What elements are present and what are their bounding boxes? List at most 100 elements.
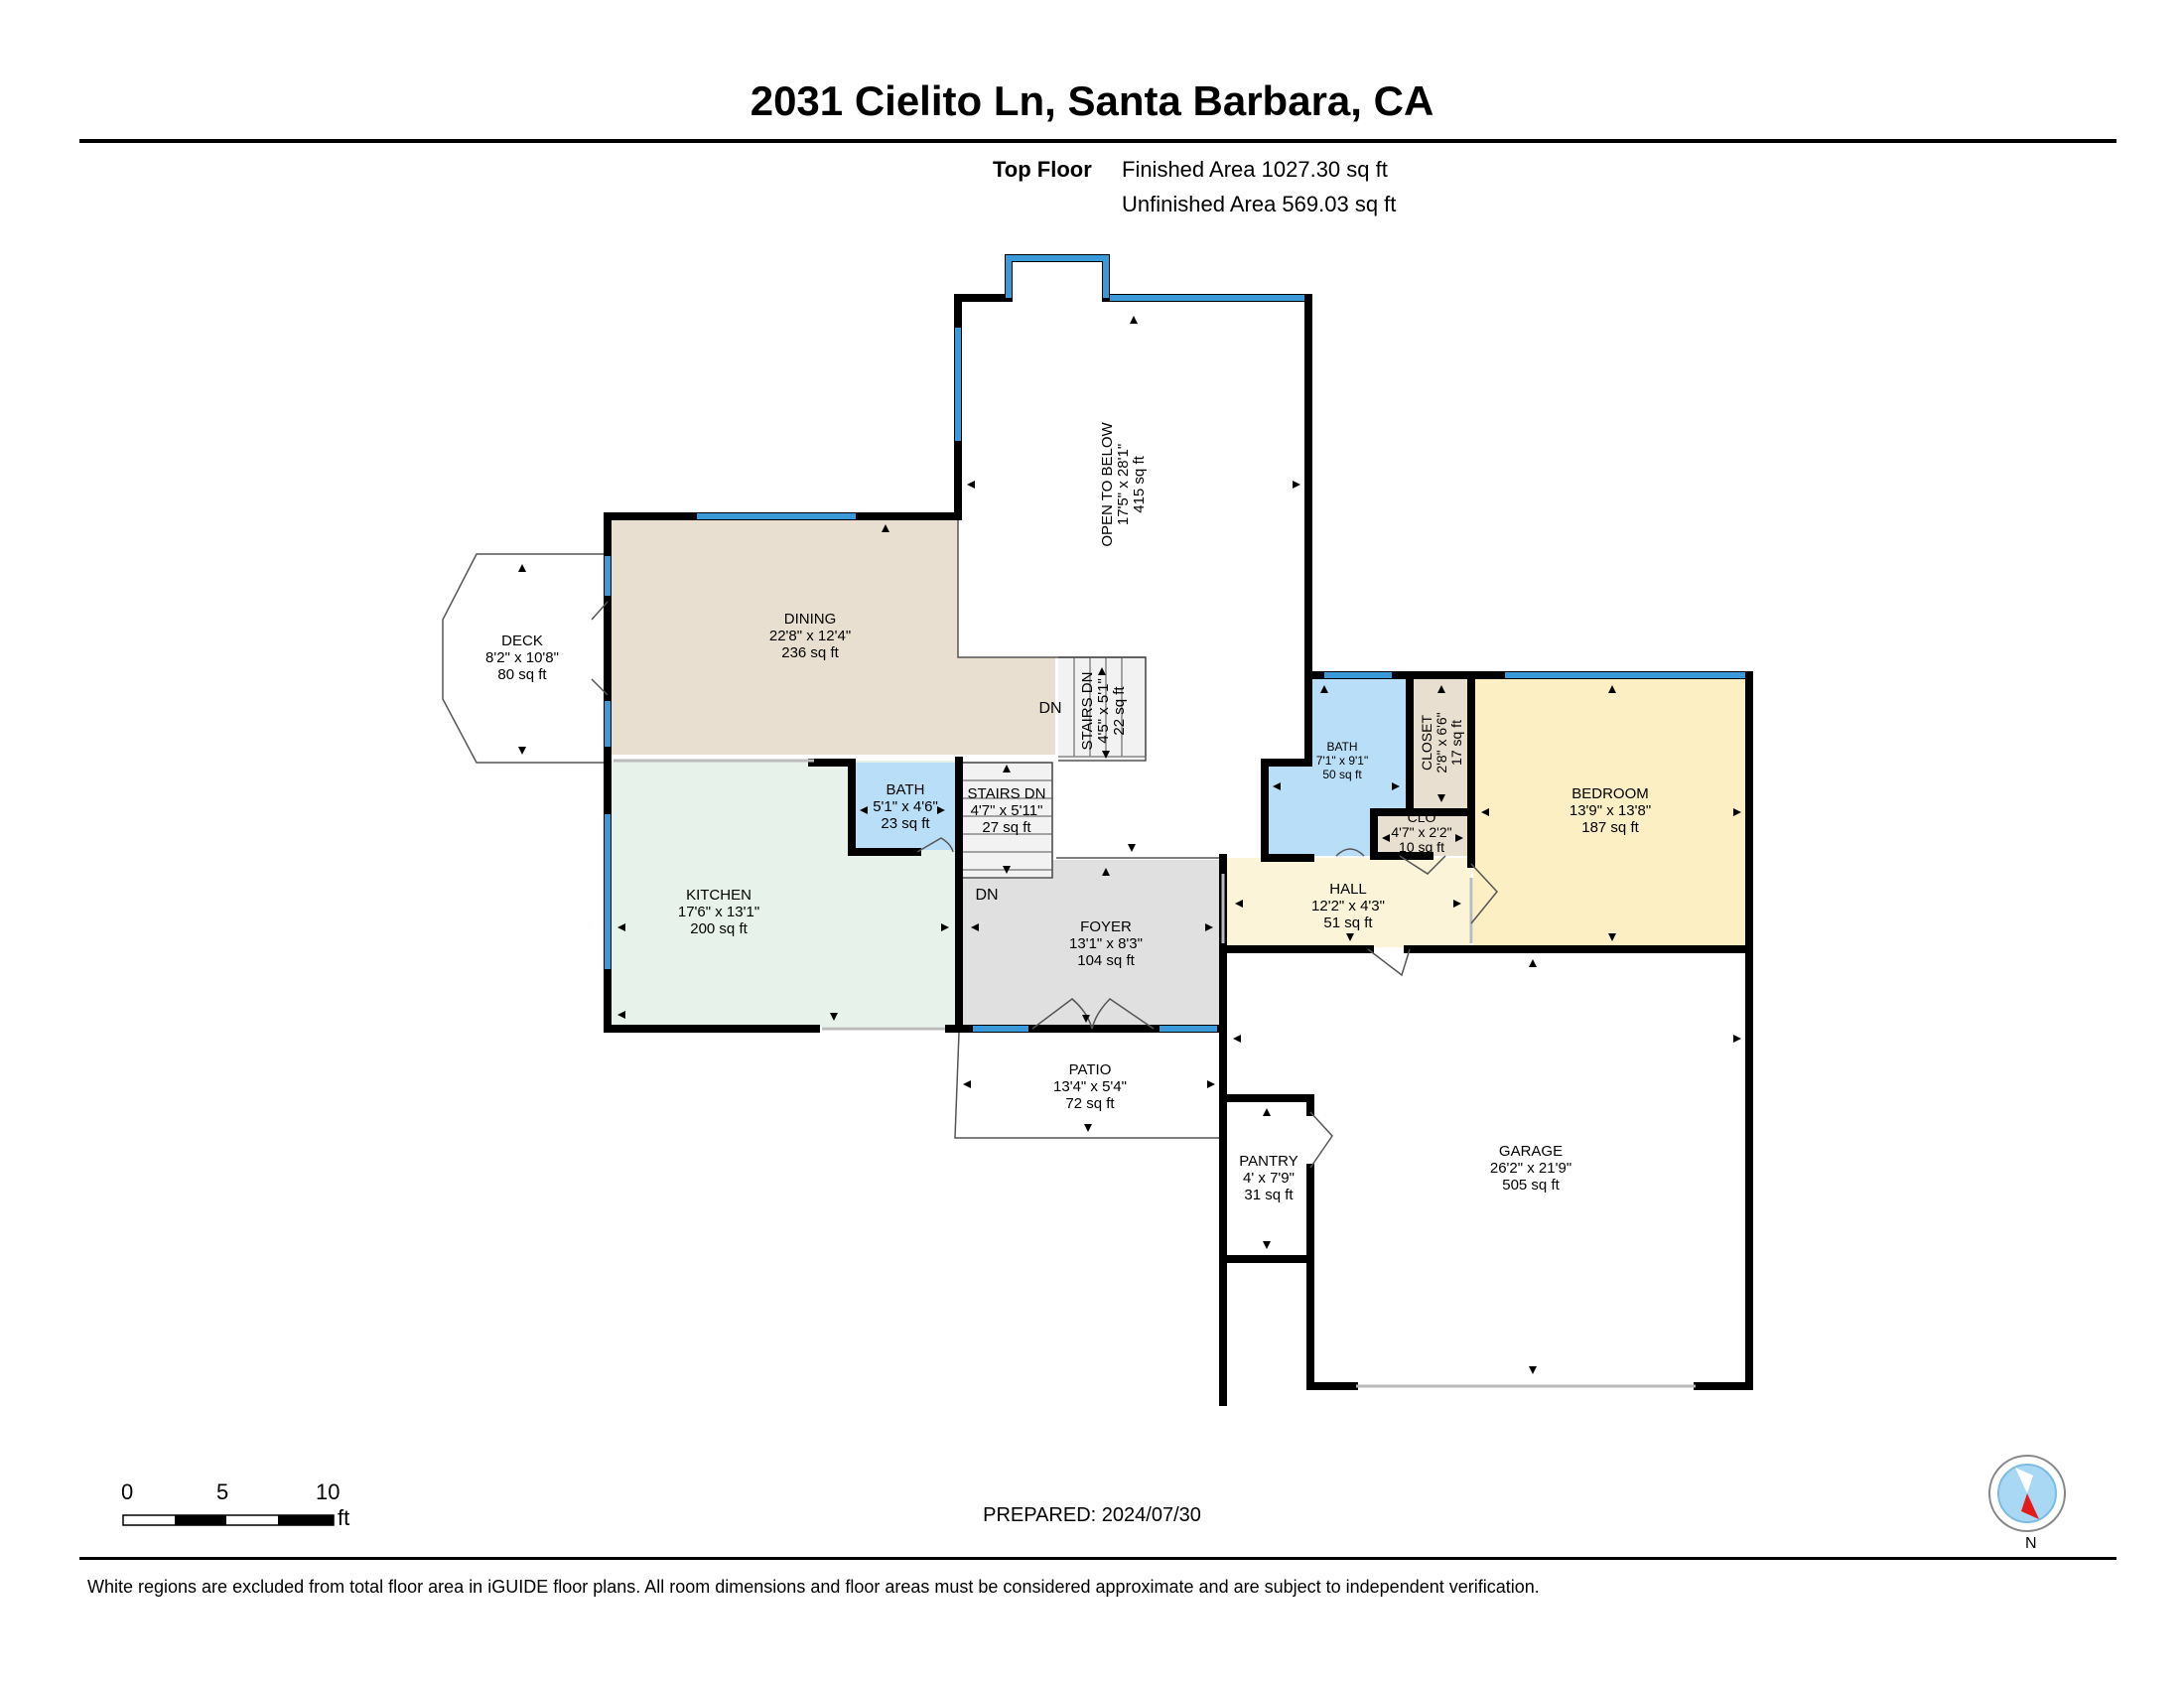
room-dining: DINING 22'8" x 12'4" 236 sq ft	[769, 611, 851, 661]
room-closet: CLOSET 2'8" x 6'6" 17 sq ft	[1419, 712, 1464, 773]
room-dims: 5'1" x 4'6"	[873, 798, 938, 815]
room-dims: 8'2" x 10'8"	[485, 649, 559, 666]
room-name: KITCHEN	[686, 887, 751, 904]
room-dims: 2'8" x 6'6"	[1433, 712, 1449, 773]
disclaimer: White regions are excluded from total fl…	[87, 1577, 1540, 1597]
room-area: 200 sq ft	[690, 920, 748, 937]
room-area: 27 sq ft	[982, 819, 1031, 836]
unfinished-area: Unfinished Area 569.03 sq ft	[1122, 192, 1397, 216]
compass	[1985, 1454, 2069, 1549]
finished-area: Finished Area 1027.30 sq ft	[1122, 157, 1388, 182]
stairs-1-outline	[1058, 656, 1147, 762]
room-area: 22 sq ft	[1111, 686, 1128, 736]
scale-tick-label: 5	[216, 1479, 229, 1504]
room-area: 80 sq ft	[497, 666, 547, 683]
room-dims: 13'4" x 5'4"	[1053, 1078, 1127, 1095]
room-bath-1: BATH 5'1" x 4'6" 23 sq ft	[873, 781, 938, 832]
room-dims: 13'9" x 13'8"	[1570, 802, 1651, 819]
room-bath-2: BATH 7'1" x 9'1" 50 sq ft	[1316, 740, 1368, 781]
room-name: GARAGE	[1499, 1143, 1563, 1160]
open-below-inner	[957, 516, 1146, 658]
room-dims: 4' x 7'9"	[1243, 1170, 1295, 1187]
room-name: OPEN TO BELOW	[1099, 422, 1116, 547]
stairs-down-label: DN	[1038, 700, 1061, 717]
room-dims: 12'2" x 4'3"	[1311, 898, 1385, 914]
room-name: STAIRS DN	[968, 785, 1046, 802]
room-name: PATIO	[1069, 1061, 1112, 1078]
scale-unit: ft	[338, 1505, 350, 1530]
room-dims: 4'7" x 2'2"	[1391, 824, 1451, 840]
door-swings	[591, 601, 1498, 1169]
patio-outline	[954, 1032, 1223, 1139]
room-dims: 22'8" x 12'4"	[769, 628, 851, 644]
room-area: 50 sq ft	[1322, 768, 1362, 781]
dimension-arrows	[518, 316, 1741, 1374]
room-foyer: FOYER 13'1" x 8'3" 104 sq ft	[1069, 918, 1143, 969]
room-area: 187 sq ft	[1581, 819, 1639, 836]
dining-fill	[608, 516, 1055, 755]
compass-icon	[1988, 1455, 2066, 1532]
room-open-to-below: OPEN TO BELOW 17'5" x 28'1" 415 sq ft	[1099, 422, 1148, 547]
room-name: CLO	[1408, 809, 1436, 825]
room-area: 17 sq ft	[1448, 720, 1464, 766]
room-name: BATH	[887, 781, 925, 798]
floor-label: Top Floor	[993, 157, 1092, 182]
room-dims: 4'5" x 5'1"	[1095, 678, 1112, 744]
room-name: PANTRY	[1239, 1153, 1297, 1170]
room-name: CLOSET	[1419, 715, 1434, 771]
room-dims: 26'2" x 21'9"	[1490, 1160, 1571, 1177]
page-title: 2031 Cielito Ln, Santa Barbara, CA	[750, 77, 1434, 124]
room-area: 23 sq ft	[881, 815, 930, 832]
stairs-down-label: DN	[975, 887, 998, 904]
closet-fill	[1410, 677, 1469, 808]
room-stairs-2: STAIRS DN 4'7" x 5'11" 27 sq ft	[968, 785, 1046, 836]
room-name: DECK	[501, 633, 543, 649]
title-divider	[79, 139, 2116, 143]
bedroom-fill	[1473, 675, 1749, 947]
scale-bar	[122, 1514, 335, 1526]
room-area: 104 sq ft	[1077, 952, 1135, 969]
room-dims: 4'7" x 5'11"	[971, 802, 1043, 819]
room-stairs-1: STAIRS DN 4'5" x 5'1" 22 sq ft	[1079, 672, 1128, 751]
room-name: FOYER	[1080, 918, 1132, 935]
deck-outline	[442, 553, 608, 764]
room-dims: 17'5" x 28'1"	[1115, 444, 1132, 525]
stairs-2-fill	[961, 763, 1052, 878]
room-dims: 17'6" x 13'1"	[678, 904, 759, 920]
room-hall: HALL 12'2" x 4'3" 51 sq ft	[1311, 881, 1385, 931]
bath-1-fill	[852, 763, 955, 850]
room-name: BATH	[1326, 740, 1357, 754]
windows	[605, 255, 1745, 1032]
room-dims: 7'1" x 9'1"	[1316, 754, 1368, 768]
room-name: DINING	[784, 611, 837, 628]
scale-tick-label: 0	[121, 1479, 134, 1504]
room-clo: CLO 4'7" x 2'2" 10 sq ft	[1391, 809, 1451, 855]
room-area: 415 sq ft	[1131, 455, 1148, 512]
prepared-date: PREPARED: 2024/07/30	[983, 1504, 1201, 1526]
room-patio: PATIO 13'4" x 5'4" 72 sq ft	[1053, 1061, 1127, 1112]
openings	[614, 759, 1696, 1388]
room-name: HALL	[1329, 881, 1367, 898]
hall-fill	[1225, 858, 1471, 947]
foyer-fill	[961, 860, 1221, 1029]
scale-tick-label: 10	[316, 1479, 341, 1504]
room-name: BEDROOM	[1571, 785, 1649, 802]
room-dims: 13'1" x 8'3"	[1069, 935, 1143, 952]
room-garage: GARAGE 26'2" x 21'9" 505 sq ft	[1490, 1143, 1571, 1194]
room-area: 505 sq ft	[1502, 1177, 1560, 1194]
room-area: 51 sq ft	[1323, 914, 1373, 931]
room-area: 72 sq ft	[1065, 1095, 1115, 1112]
room-area: 10 sq ft	[1399, 839, 1444, 855]
room-deck: DECK 8'2" x 10'8" 80 sq ft	[485, 633, 559, 683]
room-pantry: PANTRY 4' x 7'9" 31 sq ft	[1239, 1153, 1297, 1203]
thin-outlines	[442, 516, 1223, 1139]
footer-divider	[79, 1557, 2116, 1560]
compass-north-label: N	[2025, 1535, 2037, 1552]
room-area: 236 sq ft	[781, 644, 839, 661]
room-fills	[608, 516, 1749, 1029]
room-kitchen: KITCHEN 17'6" x 13'1" 200 sq ft	[678, 887, 759, 937]
room-bedroom: BEDROOM 13'9" x 13'8" 187 sq ft	[1570, 785, 1651, 836]
room-area: 31 sq ft	[1244, 1187, 1294, 1203]
room-name: STAIRS DN	[1079, 672, 1096, 751]
